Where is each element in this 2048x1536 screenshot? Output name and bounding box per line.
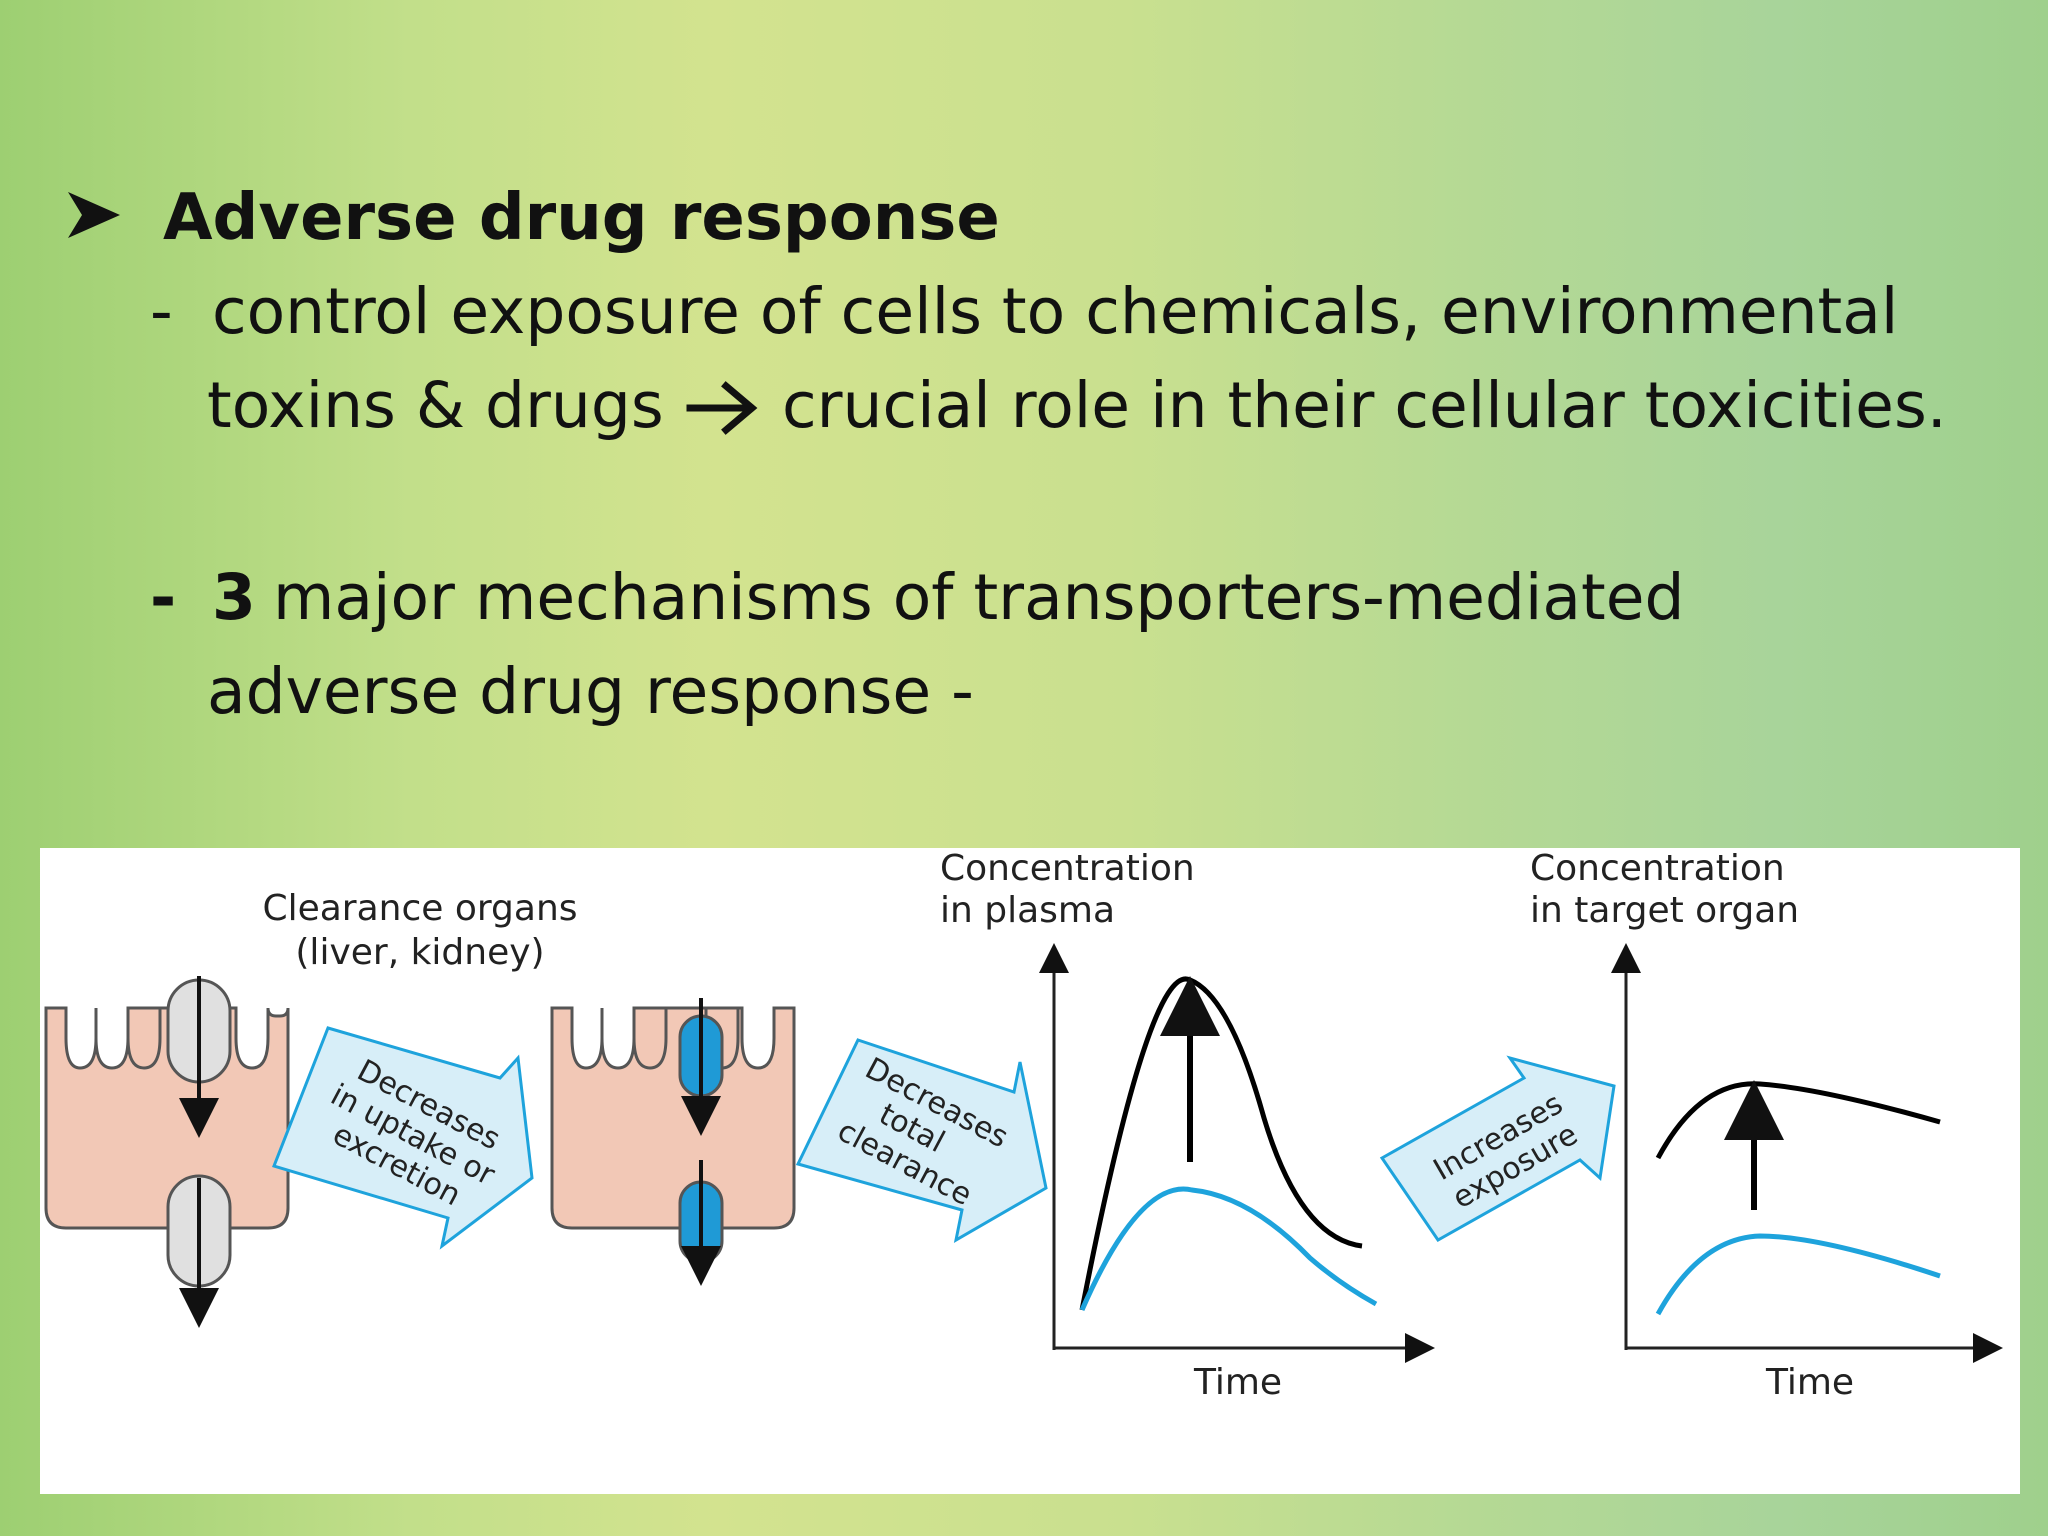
decreases-clearance-arrow: Decreases total clearance <box>795 1038 1048 1243</box>
impaired-cell <box>550 998 796 1286</box>
normal-cell <box>44 976 290 1328</box>
diagram-canvas: Clearance organs (liver, kidney) Decreas… <box>44 848 2003 1403</box>
transporter-diagram: Clearance organs (liver, kidney) Decreas… <box>40 848 2020 1494</box>
plot-2-normal-curve <box>1655 1233 1941 1316</box>
point-1-line-2a: toxins & drugs <box>207 369 664 442</box>
dash-2: - <box>150 561 177 634</box>
organ-label-line-1: Clearance organs <box>262 888 577 929</box>
plot-1-title-line-2: in plasma <box>940 890 1115 931</box>
increases-exposure-arrow: Increases exposure <box>1379 1055 1616 1242</box>
point-1-line-2b: crucial role in their cellular toxicitie… <box>782 369 1947 442</box>
plot-1-normal-curve <box>1079 1186 1378 1312</box>
point-2-number: 3 <box>212 561 256 634</box>
plot-2-title-line-2: in target organ <box>1530 890 1799 931</box>
point-2-line-2: adverse drug response - <box>207 655 974 728</box>
plot-1-increased-curve <box>1079 976 1363 1311</box>
plot-1-title-line-1: Concentration <box>940 848 1195 889</box>
plot-2-increased-curve <box>1655 1081 1941 1160</box>
organ-label-line-2: (liver, kidney) <box>295 932 544 973</box>
slide-heading: Adverse drug response <box>163 181 1000 255</box>
point-1-line-1: control exposure of cells to chemicals, … <box>212 275 1899 348</box>
point-2-line-1: major mechanisms of transporters-mediate… <box>273 561 1685 634</box>
right-arrow-icon <box>686 381 758 435</box>
bullet-arrowhead-icon <box>68 192 120 238</box>
target-organ-concentration-plot: Concentration in target organ Time <box>1530 848 2003 1403</box>
dash-1: - <box>150 275 173 348</box>
decreases-uptake-arrow: Decreases in uptake or excretion <box>272 1026 534 1250</box>
plot-1-x-label: Time <box>1193 1362 1282 1403</box>
plot-2-title-line-1: Concentration <box>1530 848 1785 889</box>
plot-2-x-label: Time <box>1765 1362 1854 1403</box>
plasma-concentration-plot: Concentration in plasma Time <box>940 848 1435 1403</box>
